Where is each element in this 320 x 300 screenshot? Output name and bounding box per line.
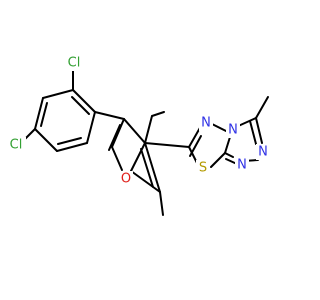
atom-labels: Cl Cl O N N N N S [6, 55, 270, 187]
atom-label-mask [6, 137, 26, 153]
atom-label-mask [199, 115, 213, 131]
bond [144, 142, 161, 193]
bond [224, 136, 231, 154]
bond [86, 111, 96, 144]
atom-label: O [121, 172, 131, 187]
bond [123, 118, 146, 144]
bond [111, 118, 125, 148]
bond-lines [23, 69, 269, 216]
chlorine-atom: Cl [63, 55, 83, 71]
bond [72, 89, 96, 113]
bond [144, 115, 153, 144]
bond [40, 102, 48, 127]
bond [57, 137, 82, 145]
nitrogen-atom: N [256, 144, 270, 160]
bond [140, 148, 154, 188]
atom-label: Cl [68, 56, 81, 71]
atom-label-mask [256, 144, 270, 160]
atom-label-mask [119, 171, 133, 187]
oxygen-atom: O [119, 171, 133, 187]
bond [111, 146, 123, 171]
atom-label: Cl [10, 138, 23, 153]
atom-label-mask [63, 55, 83, 71]
bond [255, 117, 263, 144]
bond [224, 152, 234, 158]
bond [144, 142, 190, 148]
sulfur-atom: S [196, 160, 210, 176]
atom-label-mask [226, 122, 240, 138]
bond [34, 128, 58, 152]
molecule-diagram: Cl Cl O N N N N S [6, 55, 270, 216]
bond [34, 97, 44, 130]
atom-label: S [199, 161, 207, 176]
nitrogen-atom: N [235, 157, 249, 173]
bond [249, 120, 257, 145]
bond [42, 89, 74, 99]
bond [151, 111, 165, 117]
atom-label-mask [196, 160, 210, 176]
atom-label-mask [235, 157, 249, 173]
bond [108, 124, 121, 151]
bond [255, 96, 269, 119]
bond [56, 142, 88, 152]
bond [94, 111, 125, 120]
nitrogen-atom: N [199, 115, 213, 131]
atom-label: N [201, 116, 211, 131]
atom-label: N [237, 158, 247, 173]
bond [130, 170, 161, 193]
atom-label: N [258, 145, 268, 160]
nitrogen-atom: N [226, 122, 240, 138]
atom-label: N [228, 123, 238, 138]
bond [210, 152, 226, 168]
bond [130, 142, 146, 172]
bond [71, 96, 90, 115]
bond [159, 191, 164, 216]
chlorine-atom: Cl [6, 137, 26, 153]
